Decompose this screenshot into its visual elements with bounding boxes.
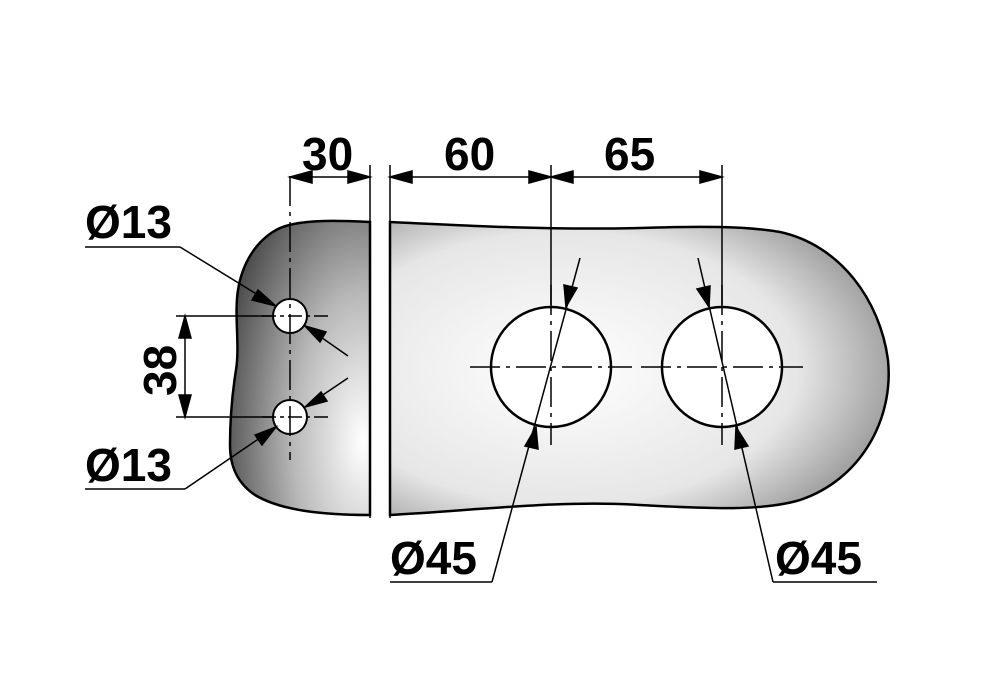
left-plate-section xyxy=(228,219,372,517)
dim-65-label: 65 xyxy=(604,128,655,180)
extension-lines xyxy=(176,165,723,518)
dim-dia13-bottom-label: Ø13 xyxy=(85,439,172,491)
dim-dia45-left-label: Ø45 xyxy=(390,532,477,584)
dim-38-label: 38 xyxy=(134,345,186,396)
leader-lines xyxy=(85,246,877,583)
dim-60-label: 60 xyxy=(444,128,495,180)
dim-30-label: 30 xyxy=(302,128,353,180)
dim-dia45-right-label: Ø45 xyxy=(775,532,862,584)
dimension-lines xyxy=(178,170,725,420)
dim-dia13-top-label: Ø13 xyxy=(85,196,172,248)
right-plate-section xyxy=(388,220,890,517)
center-lines xyxy=(262,176,803,460)
